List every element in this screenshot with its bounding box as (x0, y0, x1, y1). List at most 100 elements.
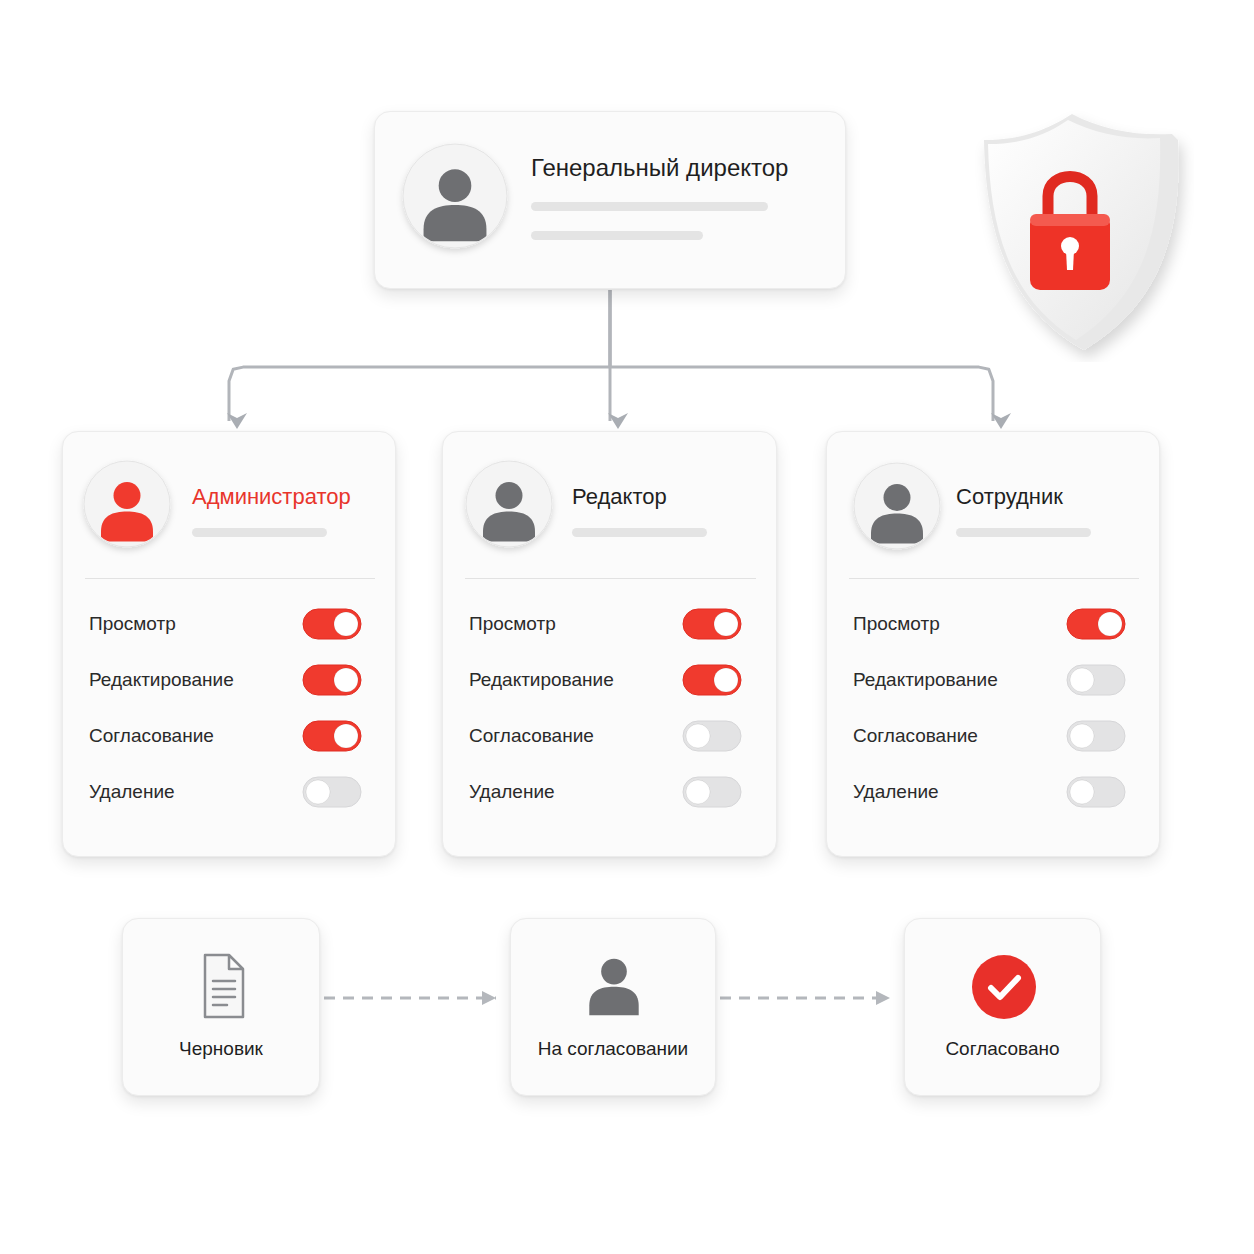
toggle-track (683, 721, 741, 751)
document-outline (205, 955, 243, 1017)
toggle-knob (714, 668, 738, 692)
toggle-knob (334, 668, 358, 692)
permission-label: Согласование (853, 725, 978, 748)
role-title: Сотрудник (956, 484, 1063, 510)
permission-label: Удаление (469, 781, 555, 804)
connector (229, 367, 610, 421)
avatar (393, 134, 517, 258)
avatar-circle (854, 463, 940, 549)
person-body (424, 205, 487, 241)
toggle-off (1064, 661, 1128, 699)
permission-label: Редактирование (89, 669, 234, 692)
shield-body (984, 114, 1179, 350)
toggle-knob (686, 780, 710, 804)
toggle-knob (306, 780, 330, 804)
placeholder-bar (192, 528, 327, 537)
check-icon (959, 941, 1049, 1031)
toggle-on (300, 661, 364, 699)
toggle-knob (334, 612, 358, 636)
person-head (439, 169, 472, 202)
toggle-track (683, 777, 741, 807)
role-card: СотрудникПросмотрРедактированиеСогласова… (826, 431, 1160, 857)
toggle-track (683, 665, 741, 695)
placeholder-bar (572, 528, 707, 537)
person-body (101, 511, 153, 541)
lock-body (1030, 214, 1110, 290)
director-box: Генеральный директор (374, 111, 846, 289)
toggle-on (680, 605, 744, 643)
security-shield (972, 100, 1194, 362)
avatar (456, 451, 562, 557)
lock-shackle (1048, 177, 1092, 219)
role-title: Администратор (192, 484, 351, 510)
person-icon (424, 169, 487, 241)
permission-label: Просмотр (89, 613, 176, 636)
document-line (213, 1004, 227, 1007)
person-head (114, 482, 141, 509)
toggle-track (1067, 777, 1125, 807)
person-head (884, 484, 911, 511)
toggle-on (1064, 605, 1128, 643)
avatar-circle (84, 461, 170, 547)
toggle-track (303, 609, 361, 639)
status-label: Черновик (123, 1038, 319, 1061)
check-circle (972, 955, 1036, 1019)
divider (849, 578, 1139, 579)
status-label: Согласовано (905, 1038, 1100, 1061)
permission-label: Просмотр (469, 613, 556, 636)
connector (720, 997, 890, 1000)
document-line (213, 988, 235, 991)
toggle-on (680, 661, 744, 699)
check-mark (991, 978, 1018, 997)
toggle-knob (714, 612, 738, 636)
document-line (213, 996, 235, 999)
permission-label: Редактирование (469, 669, 614, 692)
toggle-knob (1070, 780, 1094, 804)
document-line (213, 980, 235, 983)
status-box: Согласовано (904, 918, 1101, 1096)
toggle-knob (1098, 612, 1122, 636)
toggle-off (1064, 773, 1128, 811)
toggle-knob (686, 724, 710, 748)
person-body (871, 513, 923, 543)
role-card: АдминистраторПросмотрРедактированиеСогла… (62, 431, 396, 857)
permission-label: Удаление (89, 781, 175, 804)
lock-highlight (1030, 214, 1110, 226)
toggle-track (1067, 609, 1125, 639)
toggle-off (300, 773, 364, 811)
toggle-track (303, 777, 361, 807)
connector (324, 997, 496, 1000)
placeholder-bar (956, 528, 1091, 537)
toggle-knob (334, 724, 358, 748)
divider (465, 578, 756, 579)
divider (85, 578, 375, 579)
permission-label: Согласование (89, 725, 214, 748)
keyhole-slot (1066, 250, 1074, 270)
person-body (589, 987, 638, 1016)
toggle-track (303, 665, 361, 695)
person-icon (569, 941, 659, 1031)
toggle-knob (1070, 668, 1094, 692)
toggle-knob (1070, 724, 1094, 748)
person-icon (483, 482, 535, 542)
connector (609, 290, 612, 421)
status-box: На согласовании (510, 918, 716, 1096)
status-box: Черновик (122, 918, 320, 1096)
person-icon (871, 484, 923, 544)
toggle-track (1067, 721, 1125, 751)
person-icon (101, 482, 153, 542)
permission-label: Удаление (853, 781, 939, 804)
avatar-circle (403, 144, 507, 248)
placeholder-bar (531, 231, 703, 240)
permission-label: Редактирование (853, 669, 998, 692)
shield-face (988, 120, 1160, 340)
toggle-track (1067, 665, 1125, 695)
toggle-off (680, 773, 744, 811)
status-label: На согласовании (511, 1038, 715, 1061)
placeholder-bar (531, 202, 768, 211)
person-icon (589, 959, 638, 1016)
role-card: РедакторПросмотрРедактированиеСогласован… (442, 431, 777, 857)
doc-icon (177, 941, 267, 1031)
avatar-circle (466, 461, 552, 547)
